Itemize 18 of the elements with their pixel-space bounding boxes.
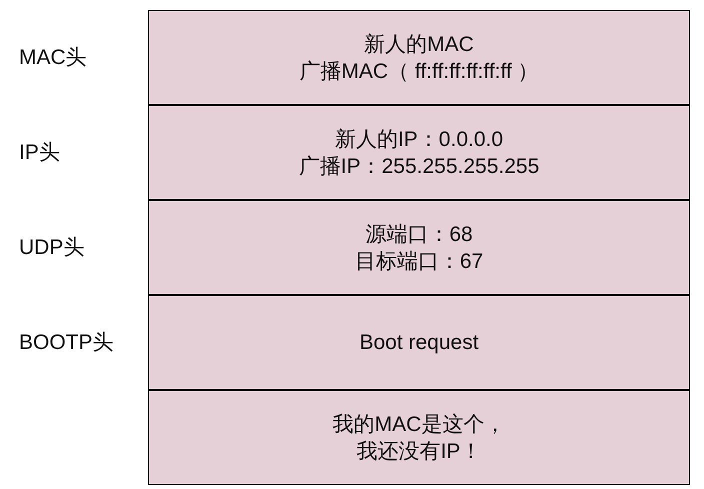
- stack-band: [148, 10, 690, 105]
- band-text: 我的MAC是这个，: [332, 412, 506, 438]
- band-text: 新人的MAC: [364, 32, 474, 58]
- header-label: BOOTP头: [19, 330, 114, 356]
- band-text: 源端口：68: [365, 222, 473, 248]
- stack-band: [148, 105, 690, 200]
- stack-band: [148, 390, 690, 485]
- stack-band: [148, 295, 690, 390]
- band-text: 广播MAC（ ff:ff:ff:ff:ff:ff ）: [299, 58, 539, 84]
- band-text: Boot request: [359, 330, 479, 356]
- band-text: 新人的IP：0.0.0.0: [334, 126, 504, 152]
- header-label: MAC头: [19, 45, 87, 71]
- band-text: 广播IP：255.255.255.255: [298, 154, 540, 180]
- stack-band: [148, 200, 690, 295]
- header-label: IP头: [19, 140, 60, 166]
- band-text: 我还没有IP！: [356, 438, 482, 464]
- band-text: 目标端口：67: [354, 248, 484, 274]
- header-label: UDP头: [19, 235, 84, 261]
